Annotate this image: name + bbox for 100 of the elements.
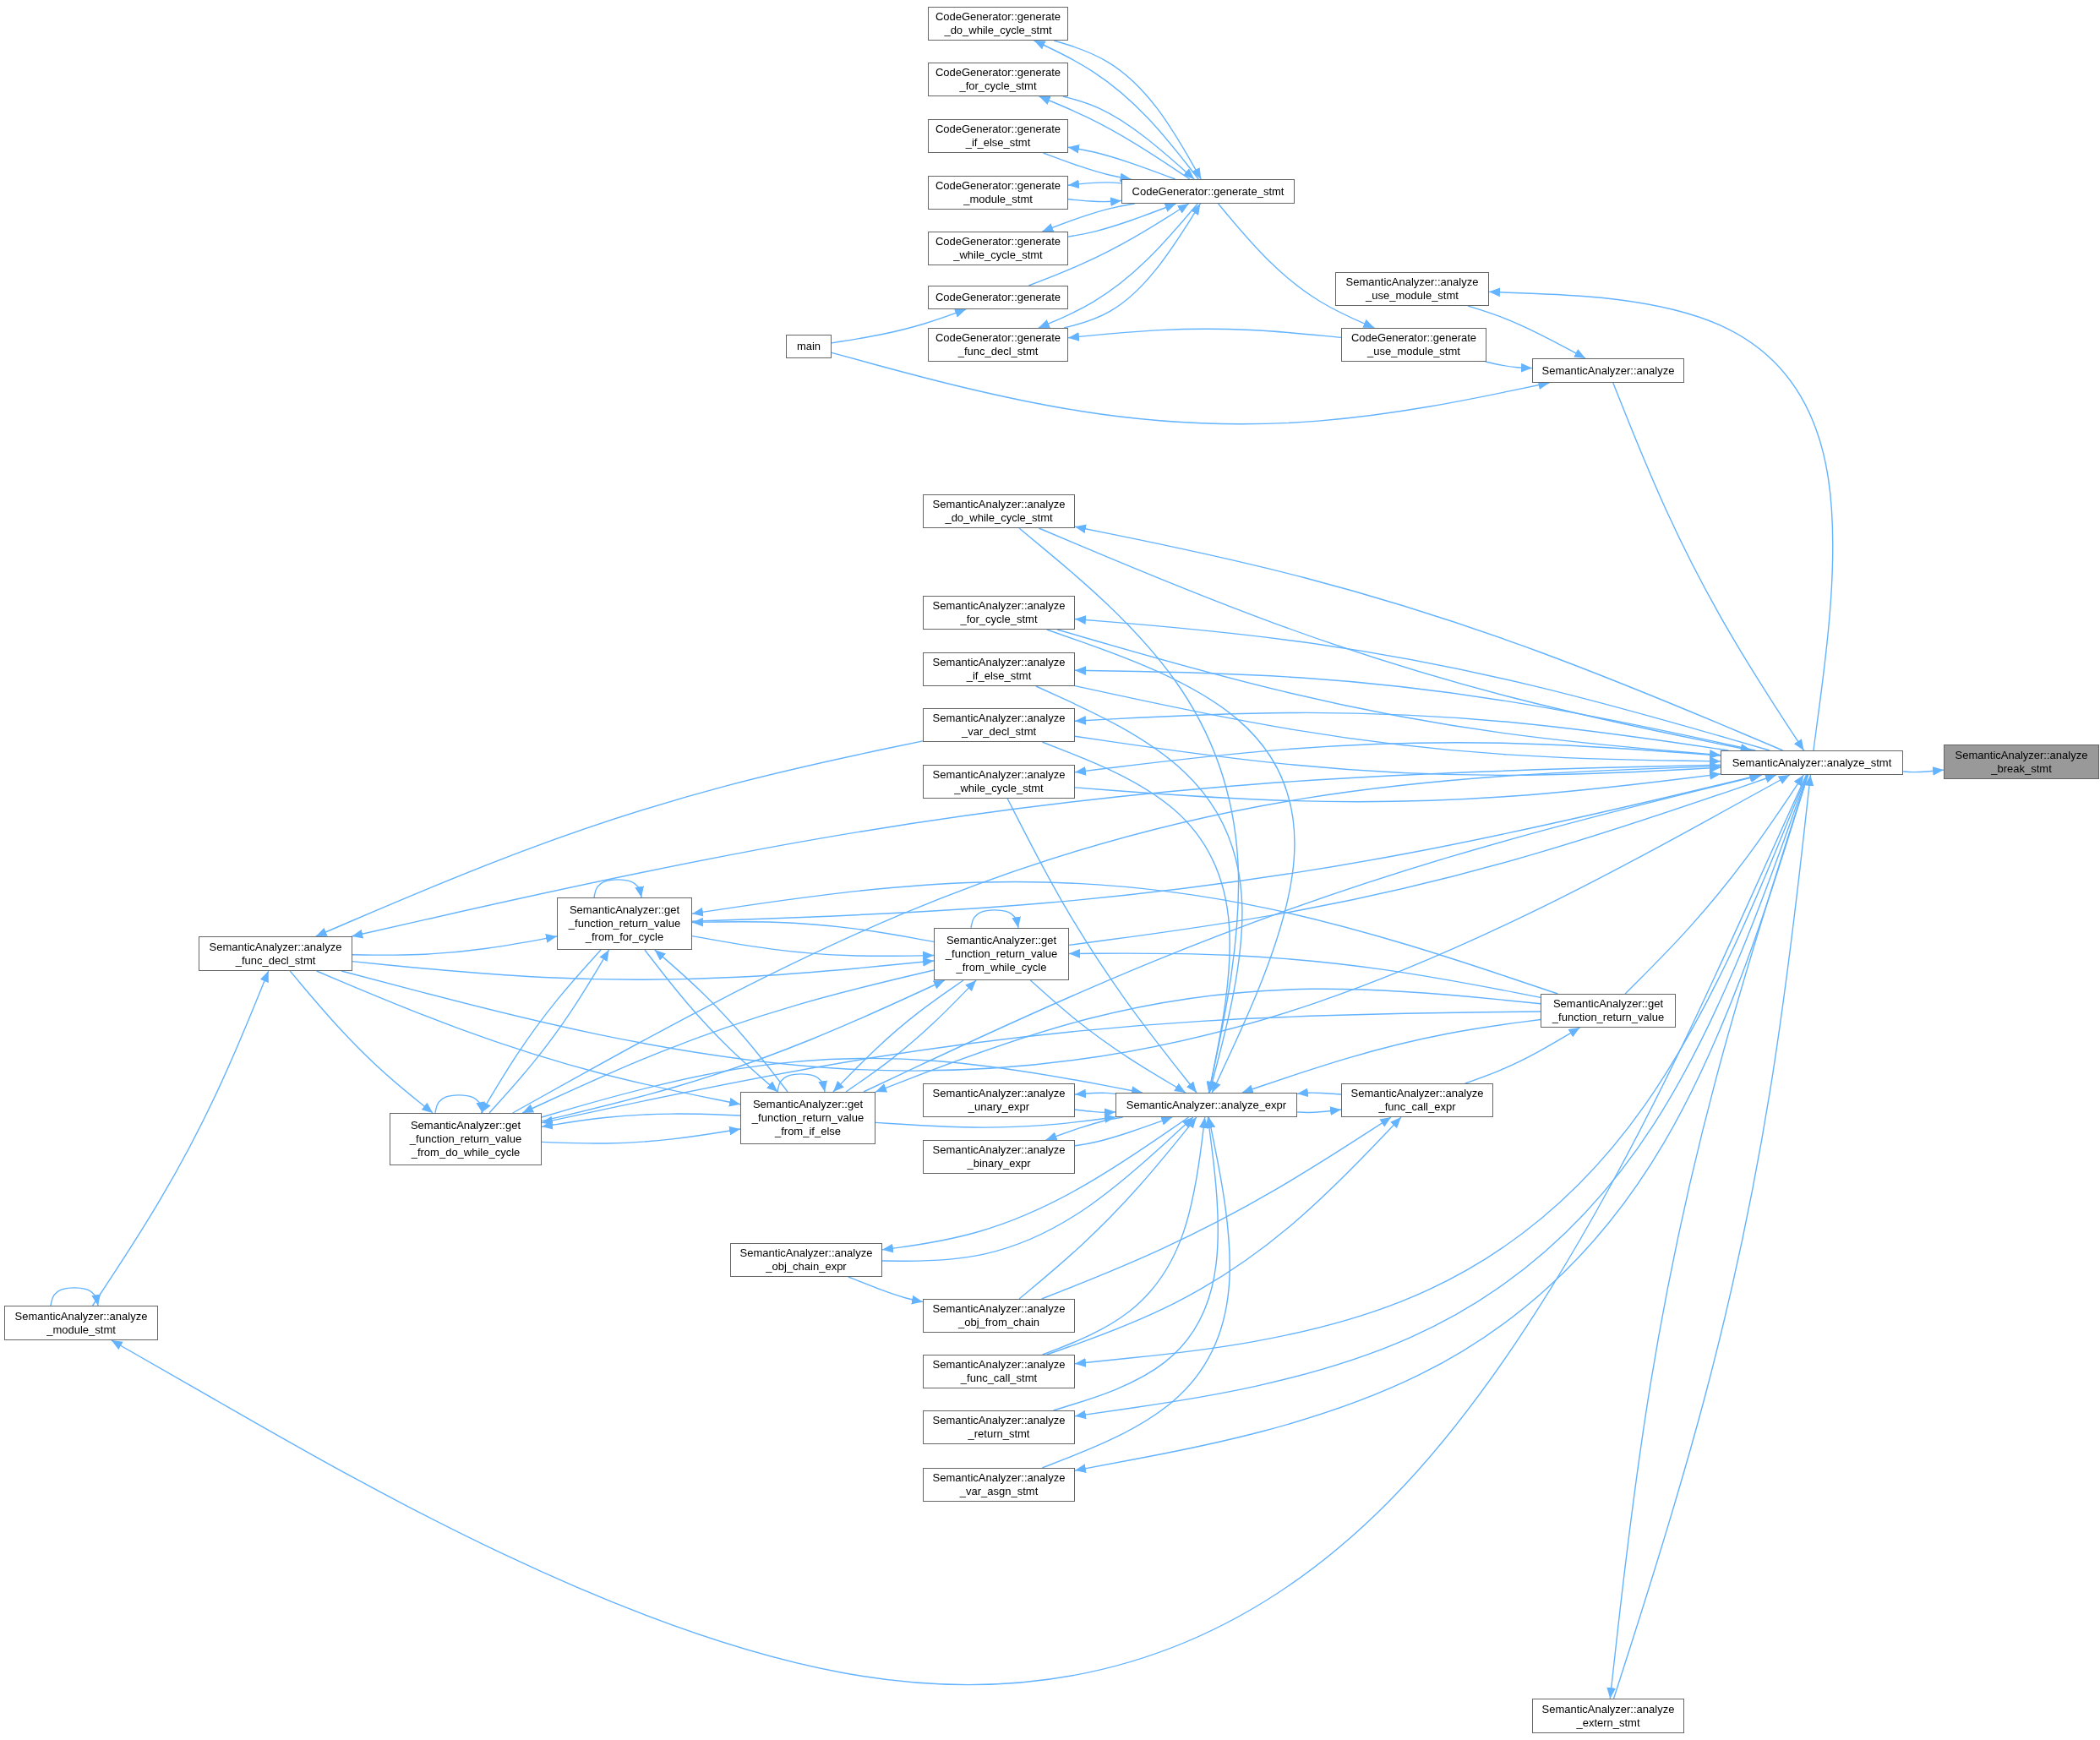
function-box: CodeGenerator::generate _module_stmt [928, 176, 1068, 210]
call-arrow [1045, 1116, 1402, 1355]
call-arrow [1074, 741, 1721, 776]
call-arrow [1488, 287, 1834, 751]
call-arrow [1056, 629, 1721, 759]
call-arrow [1067, 197, 1122, 207]
call-arrow [1241, 1018, 1541, 1094]
call-arrow [1074, 615, 1770, 751]
call-arrow [315, 740, 924, 937]
call-arrow [1467, 305, 1586, 359]
function-box: CodeGenerator::generate _do_while_cycle_stmt [928, 7, 1068, 41]
call-arrow [1074, 712, 1729, 751]
call-arrow [511, 761, 1721, 1114]
call-arrow [541, 1011, 1541, 1126]
call-arrow [1296, 1106, 1342, 1115]
call-arrow [1074, 1116, 1173, 1147]
function-box: SemanticAnalyzer::analyze _return_stmt [923, 1410, 1075, 1444]
call-arrow [434, 1094, 485, 1114]
call-arrow [1296, 1088, 1342, 1098]
call-arrow [1612, 382, 1805, 751]
call-arrow [691, 881, 1559, 995]
call-arrow [1028, 203, 1190, 286]
function-box: CodeGenerator::generate _while_cycle_stmt [928, 232, 1068, 265]
function-box: SemanticAnalyzer::analyze _unary_expr [923, 1083, 1075, 1117]
call-arrow [1041, 1116, 1230, 1469]
call-arrow [352, 934, 558, 956]
call-arrow [593, 879, 644, 898]
call-arrow [1902, 766, 1945, 776]
function-box: SemanticAnalyzer::analyze_expr [1115, 1093, 1297, 1117]
call-arrow [1038, 203, 1198, 329]
call-arrow [1041, 203, 1136, 232]
call-arrow [541, 1057, 1143, 1118]
call-arrow [315, 970, 741, 1107]
function-box: SemanticAnalyzer::analyze _var_decl_stmt [923, 708, 1075, 742]
function-box: SemanticAnalyzer::analyze _func_call_stmt [923, 1355, 1075, 1388]
call-arrow [691, 917, 935, 943]
call-arrow [541, 979, 946, 1122]
call-arrow [541, 1113, 741, 1130]
function-box: CodeGenerator::generate [928, 286, 1068, 309]
function-box: SemanticAnalyzer::get _function_return_value _from_for_cycle [557, 897, 692, 950]
function-box: SemanticAnalyzer::analyze _break_stmt [1944, 745, 2099, 779]
call-arrow [1046, 629, 1295, 1094]
call-arrow [1029, 979, 1186, 1094]
call-arrow [1040, 1116, 1392, 1300]
call-arrow [875, 988, 1541, 1093]
call-arrow [289, 970, 434, 1114]
function-box: SemanticAnalyzer::analyze _if_else_stmt [923, 652, 1075, 686]
function-box: SemanticAnalyzer::get _function_return_value _from_do_while_cycle [390, 1113, 542, 1165]
call-arrow [1074, 666, 1756, 751]
call-arrow [1041, 741, 1230, 1094]
call-arrow [1063, 203, 1202, 329]
call-arrow [777, 1073, 827, 1093]
call-arrow [1074, 771, 1721, 803]
function-box: SemanticAnalyzer::analyze _obj_from_chain [923, 1299, 1075, 1333]
call-arrow [1042, 152, 1132, 183]
function-box: SemanticAnalyzer::get _function_return_value _from_while_cycle [934, 928, 1069, 980]
call-arrow [351, 764, 1721, 939]
function-box: CodeGenerator::generate _for_cycle_stmt [928, 63, 1068, 96]
function-box: CodeGenerator::generate _func_decl_stmt [928, 328, 1068, 362]
call-arrow [1062, 95, 1195, 180]
function-box: SemanticAnalyzer::analyze _obj_chain_expr [730, 1243, 882, 1277]
call-arrow [50, 1287, 101, 1306]
call-arrow [875, 1114, 1116, 1128]
call-arrow [111, 774, 1808, 1685]
call-arrow [1018, 1116, 1197, 1300]
call-arrow [1067, 203, 1177, 237]
call-arrow [1052, 1116, 1219, 1411]
call-arrow [1074, 1108, 1116, 1118]
function-box: SemanticAnalyzer::analyze _while_cycle_stmt [923, 765, 1075, 799]
call-arrow [845, 979, 977, 1093]
call-arrow [341, 774, 1791, 1072]
function-box: SemanticAnalyzer::analyze _extern_stmt [1532, 1699, 1684, 1733]
function-box: SemanticAnalyzer::analyze _for_cycle_stmt [923, 596, 1075, 630]
call-arrow [91, 970, 270, 1306]
call-arrow [1006, 798, 1197, 1094]
call-arrow [1465, 1027, 1581, 1084]
call-arrow [1042, 1116, 1208, 1355]
function-box: SemanticAnalyzer::analyze_stmt [1721, 750, 1903, 775]
call-arrow [1068, 948, 1541, 999]
function-box: SemanticAnalyzer::analyze _var_asgn_stmt [923, 1468, 1075, 1502]
call-arrow [691, 935, 935, 961]
call-arrow [831, 352, 1551, 425]
call-arrow [1074, 735, 1721, 777]
function-box: SemanticAnalyzer::get _function_return_value [1541, 994, 1676, 1028]
function-box: SemanticAnalyzer::analyze _binary_expr [923, 1140, 1075, 1174]
call-arrow [1035, 685, 1243, 1094]
call-arrow [848, 1276, 924, 1305]
call-arrow [521, 969, 935, 1114]
call-arrow [1074, 685, 1721, 766]
call-arrow [1074, 1088, 1116, 1099]
function-box: SemanticAnalyzer::analyze _func_call_expr [1341, 1083, 1493, 1117]
function-box: SemanticAnalyzer::analyze _func_decl_stmt [199, 936, 352, 971]
call-arrow [1068, 774, 1777, 946]
call-arrow [1624, 774, 1805, 995]
call-arrow [1067, 179, 1122, 189]
function-box: SemanticAnalyzer::get _function_return_value _from_if_else [740, 1092, 875, 1144]
function-box: SemanticAnalyzer::analyze _do_while_cycle_stmt [923, 494, 1075, 528]
function-box: CodeGenerator::generate_stmt [1121, 179, 1295, 204]
call-arrow [831, 308, 967, 344]
call-arrow [1067, 328, 1342, 341]
